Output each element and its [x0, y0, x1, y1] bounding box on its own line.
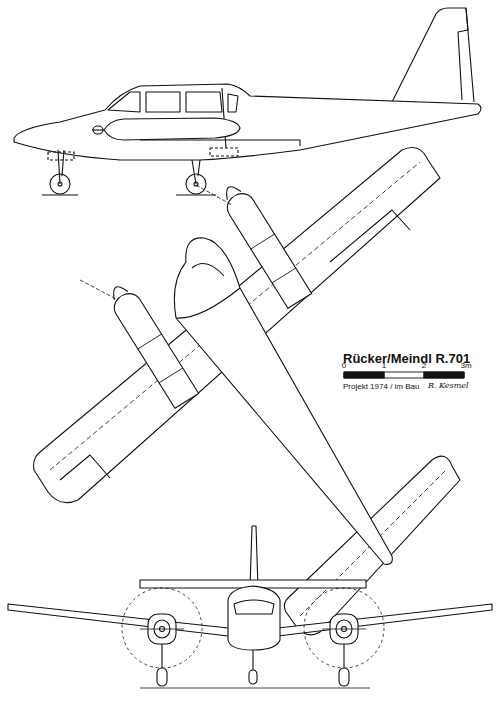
scale-number: 0: [342, 362, 346, 370]
scale-bar: [344, 372, 464, 378]
scale-unit: 3m: [460, 362, 471, 370]
plan-view: [34, 148, 460, 635]
project-note: Projekt 1974 / im Bau: [343, 383, 419, 391]
scale-number: 2: [422, 362, 426, 370]
signature: R. Kesmel: [428, 382, 469, 390]
front-view: [8, 526, 492, 688]
scale-number: 1: [382, 362, 386, 370]
drawing-title: Rücker/Meindl R.701: [343, 352, 470, 365]
